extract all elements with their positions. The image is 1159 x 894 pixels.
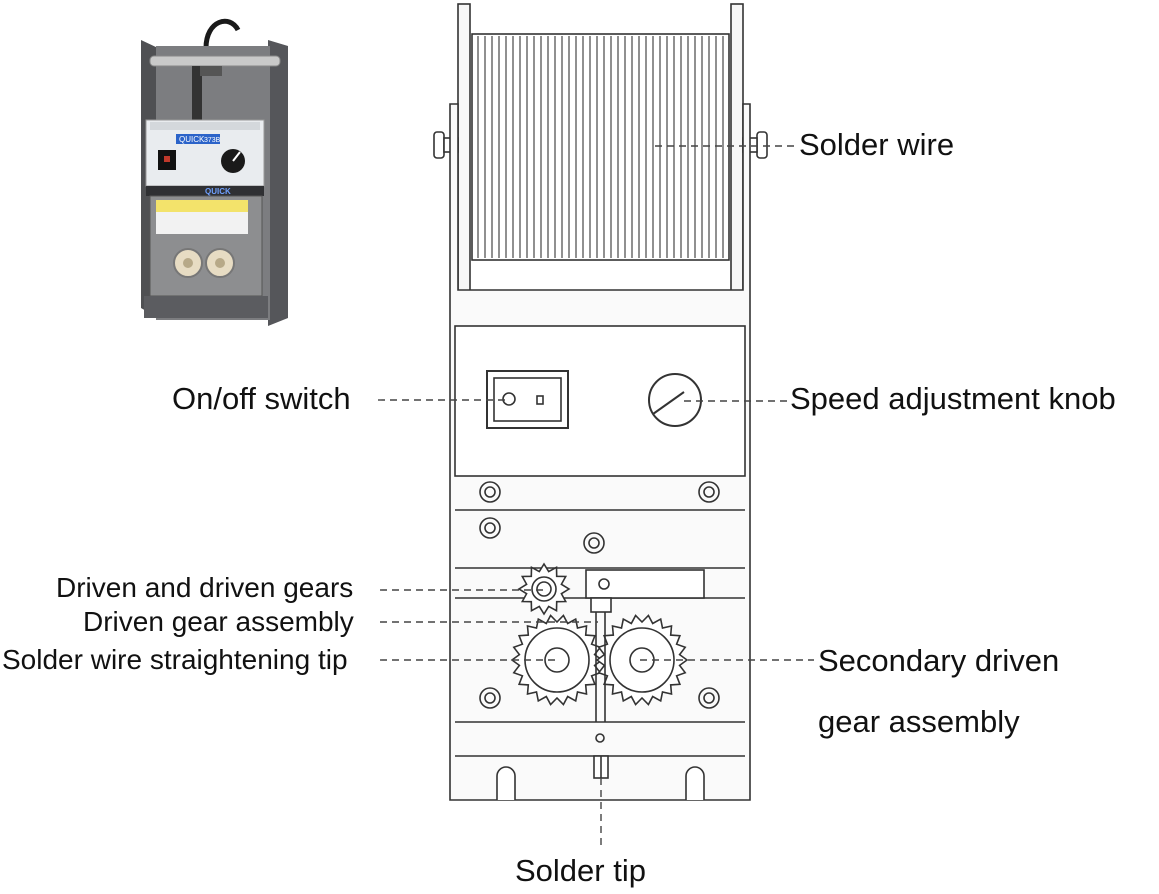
screw	[479, 687, 501, 709]
photo-right-plate	[268, 40, 288, 326]
photo-brand-text: QUICK	[179, 135, 205, 144]
photo-brand-lower: QUICK	[205, 187, 231, 196]
screw-hole	[484, 692, 496, 704]
screw	[479, 481, 501, 503]
switch-rocker	[493, 377, 562, 422]
photo-roller-right-hub	[215, 258, 225, 268]
screw	[583, 532, 605, 554]
label-straightening-tip: Solder wire straightening tip	[2, 644, 348, 675]
photo-panel-top	[150, 122, 260, 130]
bracket-hole	[598, 578, 610, 590]
wire-windings	[477, 36, 724, 258]
switch-mark	[536, 395, 544, 405]
screw-hole	[703, 486, 715, 498]
speed-knob-pointer	[652, 391, 685, 415]
speed-knob	[648, 373, 702, 427]
photo-yellow-label	[156, 200, 248, 212]
tip-hole	[595, 733, 605, 743]
photo-cable	[203, 18, 241, 49]
photo-brand-badge	[176, 134, 220, 144]
label-secondary-gear-line2: gear assembly	[818, 704, 1020, 739]
left-axle-pin	[433, 131, 445, 159]
base-slot	[685, 766, 705, 800]
right-side-plate	[730, 3, 744, 295]
screw	[479, 517, 501, 539]
photo-model-text: 373B	[204, 137, 221, 144]
screw	[698, 687, 720, 709]
label-solder-tip: Solder tip	[515, 853, 646, 888]
label-speed-knob: Speed adjustment knob	[790, 381, 1116, 416]
screw-hole	[588, 537, 600, 549]
leader-lines	[378, 145, 814, 850]
label-on-off-switch: On/off switch	[172, 381, 351, 416]
driven-gear-hub	[544, 647, 570, 673]
screw-hole	[703, 692, 715, 704]
screw-hole	[484, 486, 496, 498]
label-driven-gear-assembly: Driven gear assembly	[83, 606, 354, 637]
feeder-photo: QUICK 373B QUICK	[141, 18, 288, 326]
screw	[698, 481, 720, 503]
straightener-bracket	[585, 569, 705, 599]
gears	[510, 562, 689, 706]
base-slot	[496, 766, 516, 800]
photo-post-cap	[200, 66, 222, 76]
switch-dot	[502, 392, 516, 406]
small-driven-gear-hub	[536, 581, 552, 597]
photo-knob-line	[232, 151, 241, 162]
label-secondary-gear-line1: Secondary driven	[818, 643, 1060, 678]
screw-hole	[484, 522, 496, 534]
wire-guide	[590, 597, 612, 613]
right-axle-pin	[756, 131, 768, 159]
photo-switch-red	[164, 156, 170, 162]
label-solder-wire: Solder wire	[799, 127, 955, 162]
solder-wire-spool	[471, 33, 730, 261]
label-driven-gears: Driven and driven gears	[56, 572, 354, 603]
photo-post	[192, 66, 202, 122]
photo-lower-bar	[146, 186, 264, 196]
left-side-plate	[457, 3, 471, 295]
photo-base	[144, 296, 268, 318]
photo-white-label	[156, 212, 248, 234]
photo-roller-left-hub	[183, 258, 193, 268]
